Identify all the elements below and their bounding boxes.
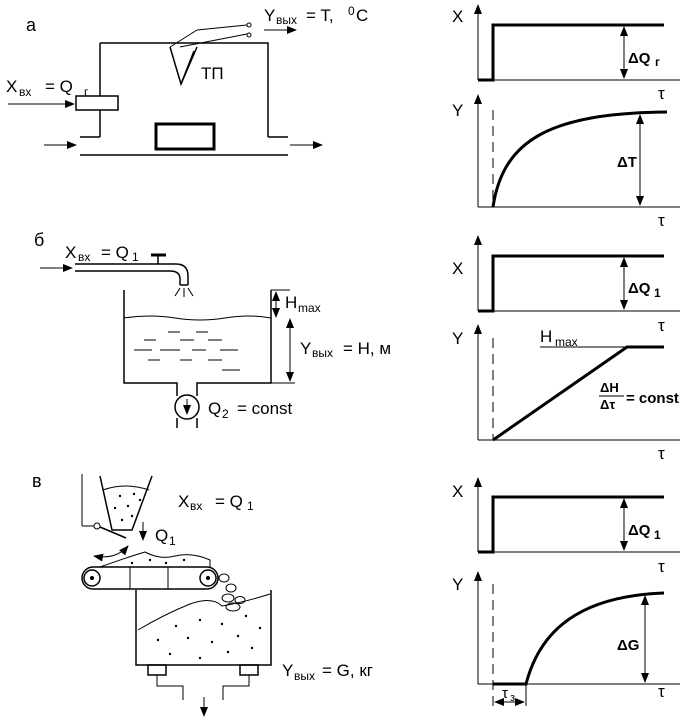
graph-c-x-axis-x: τ	[658, 557, 665, 576]
graph-c-y-axis-y: Y	[452, 575, 463, 594]
section-c-bin-material	[137, 593, 271, 631]
section-a-input-eq: = Q	[45, 77, 73, 96]
section-c-scheme: в X вх = Q 1 Q 1	[32, 471, 373, 717]
graph-c-y-delay: τ	[502, 685, 508, 702]
section-c-load-cell-left	[147, 664, 167, 676]
graph-b-y-axis-x: τ	[658, 444, 665, 463]
section-c-hopper	[99, 475, 153, 531]
graph-c-y-curve	[493, 591, 665, 686]
section-a-input-eq-sub: г	[84, 85, 89, 99]
section-c-output-eq: = G, кг	[322, 661, 373, 680]
graph-a-x-axis-y: X	[452, 7, 463, 26]
graph-b-y-hmax-sub: max	[555, 335, 578, 349]
graph-b-y-frac-num: ΔH	[600, 380, 619, 395]
section-b-input-x: X	[65, 243, 76, 262]
section-b-input-eq-sub: 1	[132, 250, 139, 264]
section-b-hmax-sub: max	[298, 301, 321, 315]
section-c-input-eq: = Q	[215, 492, 243, 511]
graph-b-x-step	[478, 254, 664, 313]
section-a-output-eq: = T,	[306, 6, 334, 25]
graph-b-y-hmax: H	[540, 327, 552, 346]
section-b-scheme: б X вх = Q 1 Q 2 =	[34, 230, 391, 428]
graph-a-x-delta: ΔQ	[628, 50, 651, 67]
section-c-conveyor	[81, 566, 219, 590]
graph-b-x-delta-sub: 1	[654, 286, 661, 300]
graph-c-y-axis-x: τ	[658, 682, 665, 701]
section-c-flow: Q	[155, 526, 168, 545]
section-c-load-cell-right	[239, 664, 259, 676]
section-b-input-x-sub: вх	[78, 250, 90, 264]
section-c-gate	[99, 526, 127, 539]
graph-c-y-delta: ΔG	[617, 637, 639, 654]
section-b-water-surface	[123, 315, 272, 321]
section-c-graph-y: Y τ ΔG τ з	[452, 571, 680, 706]
section-a-output-y-sub: вых	[276, 13, 297, 27]
section-c-flow-sub: 1	[169, 534, 176, 548]
section-c-input-eq-sub: 1	[247, 499, 254, 513]
section-a-block	[154, 122, 216, 151]
section-c-material-on-belt	[99, 551, 211, 568]
section-a-sensor-label: ТП	[201, 64, 224, 83]
graph-c-x-delta-sub: 1	[654, 528, 661, 542]
section-b-tank	[123, 290, 178, 396]
section-a-letter: а	[26, 15, 37, 35]
graph-a-x-delta-sub: г	[655, 55, 660, 69]
graph-a-y-axis-x: τ	[658, 211, 665, 230]
section-a-graph-y: Y τ ΔT	[452, 94, 680, 230]
section-b-letter: б	[34, 230, 44, 250]
section-a-chamber	[100, 42, 269, 137]
section-a-output-unit: C	[356, 6, 368, 25]
section-b-pump	[174, 394, 200, 420]
section-c-gate-pivot	[93, 522, 101, 530]
graph-c-y-delay-sub: з	[510, 692, 515, 704]
section-a-output-unit-sup: 0	[348, 4, 355, 18]
section-b-pipe	[75, 263, 189, 285]
section-a-output-y: Y	[264, 6, 275, 25]
graph-a-x-step	[478, 23, 664, 82]
section-c-bin	[135, 590, 272, 666]
graph-b-y-axis-y: Y	[452, 329, 463, 348]
section-b-output-eq: = H, м	[343, 339, 391, 358]
graph-a-y-axis-y: Y	[452, 101, 463, 120]
graph-a-x-axis-x: τ	[658, 84, 665, 103]
graph-a-y-delta: ΔT	[617, 154, 637, 171]
graph-c-x-axis-y: X	[452, 482, 463, 501]
section-b-hmax: H	[285, 293, 297, 312]
section-b-graph-x: X τ ΔQ 1	[452, 235, 680, 335]
section-c-output-y-sub: вых	[294, 669, 315, 683]
section-a-heater	[75, 95, 119, 111]
section-b-output-y: Y	[300, 339, 311, 358]
section-c-output-y: Y	[282, 661, 293, 680]
section-c-hopper-grain	[113, 492, 142, 522]
section-b-drain: Q	[208, 399, 221, 418]
graph-c-x-delta: ΔQ	[628, 522, 651, 539]
section-a-input-x: X	[6, 77, 17, 96]
section-b-output-y-sub: вых	[312, 346, 333, 360]
section-c-letter: в	[32, 471, 42, 491]
graph-a-y-curve	[491, 110, 668, 208]
section-b-water	[134, 331, 240, 371]
section-a-input-x-sub: вх	[19, 85, 31, 99]
section-a-graph-x: X τ ΔQ г	[452, 4, 680, 103]
section-b-input-eq: = Q	[101, 243, 129, 262]
graph-b-x-axis-y: X	[452, 259, 463, 278]
section-c-input-x: X	[178, 492, 189, 511]
graph-b-x-axis-x: τ	[658, 316, 665, 335]
section-a-scheme: а X вх = Q г ТП Y вых = T, 0 C	[6, 4, 368, 156]
section-c-falling-material	[218, 573, 246, 612]
section-b-drain-sub: 2	[222, 407, 229, 421]
section-c-input-x-sub: вх	[190, 499, 202, 513]
graph-b-y-const: = const	[626, 390, 679, 407]
section-b-drain-eq: = const	[237, 399, 293, 418]
section-c-graph-x: X τ ΔQ 1	[452, 477, 680, 576]
graph-c-x-step	[478, 495, 664, 554]
graph-b-x-delta: ΔQ	[628, 280, 651, 297]
graph-b-y-frac-den: Δτ	[600, 397, 615, 412]
section-b-graph-y: Y τ H max ΔH Δτ = const	[452, 324, 680, 463]
